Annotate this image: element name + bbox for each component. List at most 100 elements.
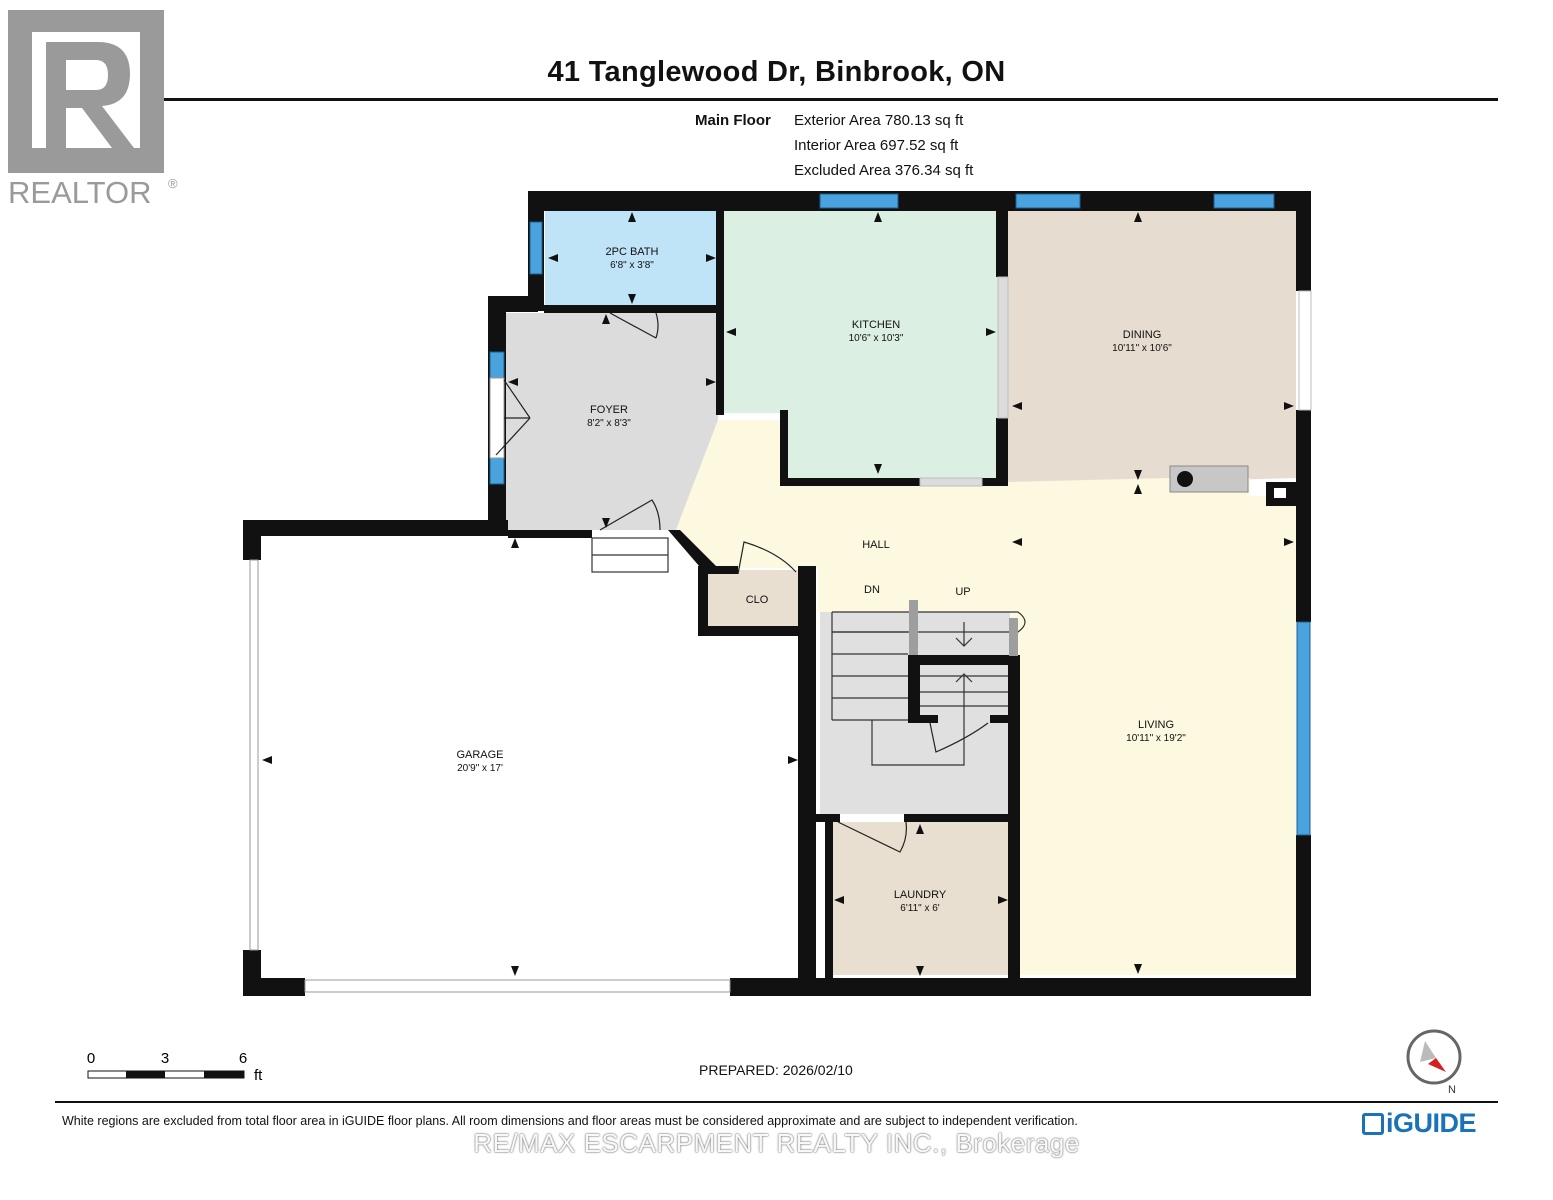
scale-tick-0: 0 [87,1050,95,1067]
scale-unit: ft [254,1067,263,1084]
arrow [874,212,882,222]
realtor-logo-r-glyph [46,42,134,148]
fireplace-flue [1177,471,1193,487]
front-door-opening [489,377,505,459]
room-hall-name: HALL [862,539,890,551]
wall-laundry-west [825,822,833,978]
wall-garage-east [798,566,816,996]
room-laundry-fill [832,822,1010,975]
garage-west-opening [249,559,259,951]
area-value: 697.52 sq ft [879,137,959,154]
wall-stair-core-left [908,655,920,723]
room-bath-name: 2PC BATH [606,246,659,258]
arrow [1284,402,1294,410]
arrow [998,896,1008,904]
stair-up-label: UP [955,586,970,598]
area-label: Exterior Area [794,112,881,129]
wall-south-east [730,978,1311,996]
wall-east-upper [1296,191,1311,291]
room-kitchen-dims: 10'6" x 10'3" [849,333,904,344]
arrow [986,328,996,336]
scale-tick-3: 3 [161,1050,169,1067]
compass-north-label: N [1448,1084,1456,1096]
wall-kitchen-dining-top [996,205,1008,277]
area-label: Excluded Area [794,162,891,179]
room-garage-dims: 20'9" x 17' [457,763,503,774]
door-garage [599,499,661,531]
arrow [706,378,716,386]
wall-kitchen-south [780,478,920,486]
door-stair-core [929,722,989,753]
door-swings [495,312,989,853]
room-foyer-name: FOYER [590,404,628,416]
opening-kitchen-dining [997,276,1009,419]
door-front-bottom [495,417,531,456]
opening-kitchen-hall [919,477,983,487]
arrow [834,896,844,904]
room-garage-name: GARAGE [456,749,503,761]
door-front-top [503,379,531,419]
arrow [1134,484,1142,494]
window-foyer-upper [489,351,505,379]
room-dining-name: DINING [1123,329,1162,341]
room-living-name: LIVING [1138,719,1174,731]
page-title: 41 Tanglewood Dr, Binbrook, ON [547,56,1006,88]
area-exterior: Exterior Area 780.13 sq ft [794,108,973,133]
stair-post-right [1009,618,1018,656]
room-closet-name: CLO [746,594,769,606]
door-closet [737,541,797,575]
scale-bar-segment [126,1071,165,1078]
window-kitchen [819,193,899,209]
wall-west-bottom [243,950,261,996]
wall-closet-north [698,566,738,574]
column-void [1274,488,1286,498]
room-laundry-name: LAUNDRY [894,889,947,901]
arrow [1012,538,1022,546]
arrow [511,538,519,548]
compass-needle-north [1428,1058,1446,1072]
realtor-logo-text: REALTOR [8,175,152,210]
compass-icon: N [1406,1029,1462,1096]
wall-stair-core-bottom-right [990,715,1020,723]
wall-kitchen-dining-bottom [996,418,1008,486]
arrow [1134,212,1142,222]
stair-down-label: DN [864,584,880,596]
room-fills [245,205,1300,975]
wall-garage-foyer [508,530,592,538]
iguide-logo-text: iGUIDE [1386,1108,1477,1138]
stair-up-arrow [955,673,973,683]
arrow [602,314,610,324]
room-hall-living-fill [676,420,1296,975]
door-laundry [837,821,907,853]
window-bath [529,221,543,275]
arrow [788,756,798,764]
staircase [591,537,1026,766]
room-kitchen-fill-top [724,210,1000,413]
arrow [511,966,519,976]
arrow [1284,538,1294,546]
footer-divider [55,1101,1498,1103]
wall-east-mid [1296,410,1311,622]
room-bath-dims: 6'8" x 3'8" [610,260,654,271]
wall-stair-core-top [908,655,1020,665]
area-value: 780.13 sq ft [884,112,964,129]
disclaimer-text: White regions are excluded from total fl… [62,1114,1078,1128]
wall-bath-kitchen [716,205,724,415]
arrow [548,254,558,262]
arrow [628,294,636,304]
room-foyer-fill [506,313,718,530]
room-bath-fill [545,210,720,306]
wall-closet-south [698,626,816,636]
prepared-date: PREPARED: 2026/02/10 [699,1062,853,1078]
wall-garage-north [243,520,508,536]
stair-post-left [909,600,918,655]
openings [249,276,1312,993]
window-dining-right [1213,193,1275,209]
wall-stair-core-bottom-left [908,715,938,723]
arrow [508,378,518,386]
iguide-logo: iGUIDE [1362,1108,1477,1139]
room-kitchen-fill-bottom [786,410,1000,480]
room-kitchen-name: KITCHEN [852,319,900,331]
compass-needle-south [1420,1041,1436,1062]
